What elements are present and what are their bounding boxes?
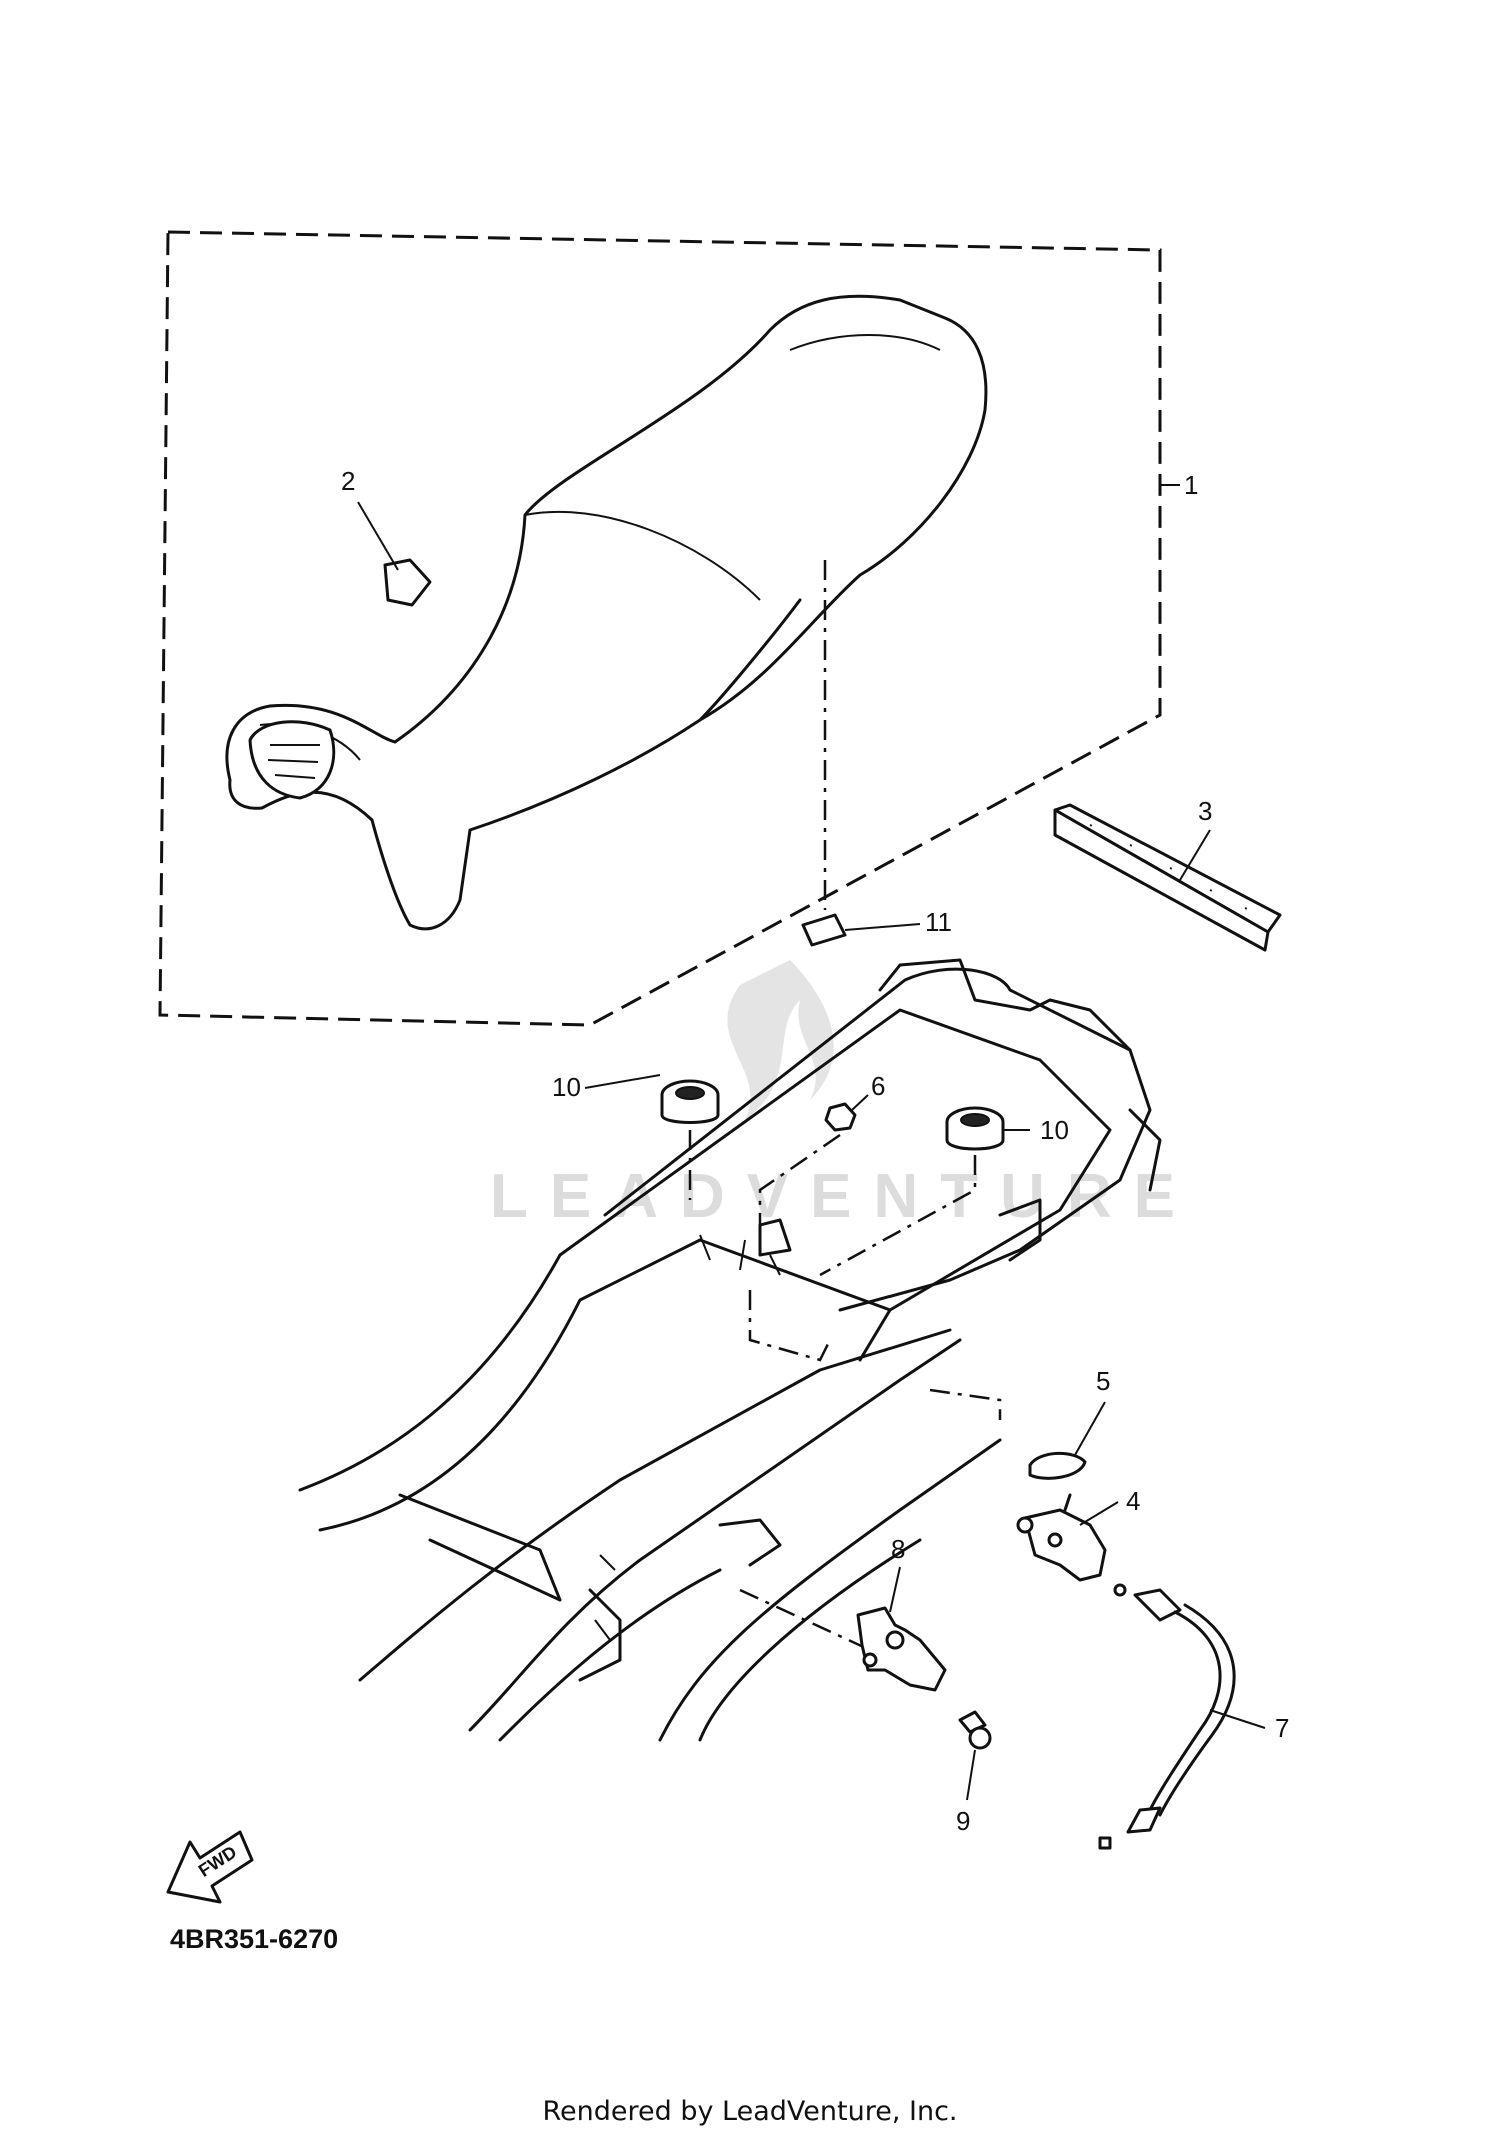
- rear-frame-illustration: [298, 958, 1162, 1742]
- callout-2: 2: [341, 466, 355, 496]
- part-7-cable: [1098, 1583, 1236, 1850]
- leader-6-down: [758, 1133, 841, 1250]
- callout-1: 1: [1184, 470, 1198, 500]
- callout-leaders: [357, 484, 1266, 1801]
- part-5-plate: [1028, 1451, 1087, 1480]
- callout-11: 11: [925, 907, 952, 937]
- callout-3: 3: [1198, 796, 1212, 826]
- watermark-text: LEADVENTURE: [490, 1162, 1197, 1231]
- callout-7: 7: [1275, 1713, 1289, 1743]
- footer-credit: Rendered by LeadVenture, Inc.: [542, 2096, 958, 2127]
- callout-4: 4: [1126, 1486, 1140, 1516]
- callout-8: 8: [891, 1534, 905, 1564]
- part-3-strip: [1053, 803, 1282, 952]
- part-10-grommet-right: [945, 1106, 1005, 1151]
- fwd-arrow-icon: FWD: [166, 1830, 254, 1904]
- seat-illustration: [225, 294, 988, 931]
- diagram-part-code: 4BR351-6270: [170, 1924, 339, 1954]
- callout-10-right: 10: [1040, 1115, 1069, 1145]
- part-8-lock: [856, 1606, 947, 1692]
- part-10-grommet-left: [660, 1079, 720, 1124]
- callout-10-left: 10: [552, 1072, 581, 1102]
- part-9-screw: [958, 1710, 992, 1750]
- part-11-damper: [801, 913, 847, 947]
- callout-5: 5: [1096, 1366, 1110, 1396]
- part-2-hook: [383, 558, 432, 607]
- part-6-nut: [824, 1102, 857, 1132]
- watermark: LEADVENTURE: [490, 960, 1197, 1231]
- leader-10-right-down: [819, 1155, 977, 1277]
- part-4-bracket: [1016, 1493, 1107, 1582]
- callout-6: 6: [871, 1071, 885, 1101]
- callout-9: 9: [956, 1806, 970, 1836]
- seat-assembly-boundary: [158, 230, 1162, 1027]
